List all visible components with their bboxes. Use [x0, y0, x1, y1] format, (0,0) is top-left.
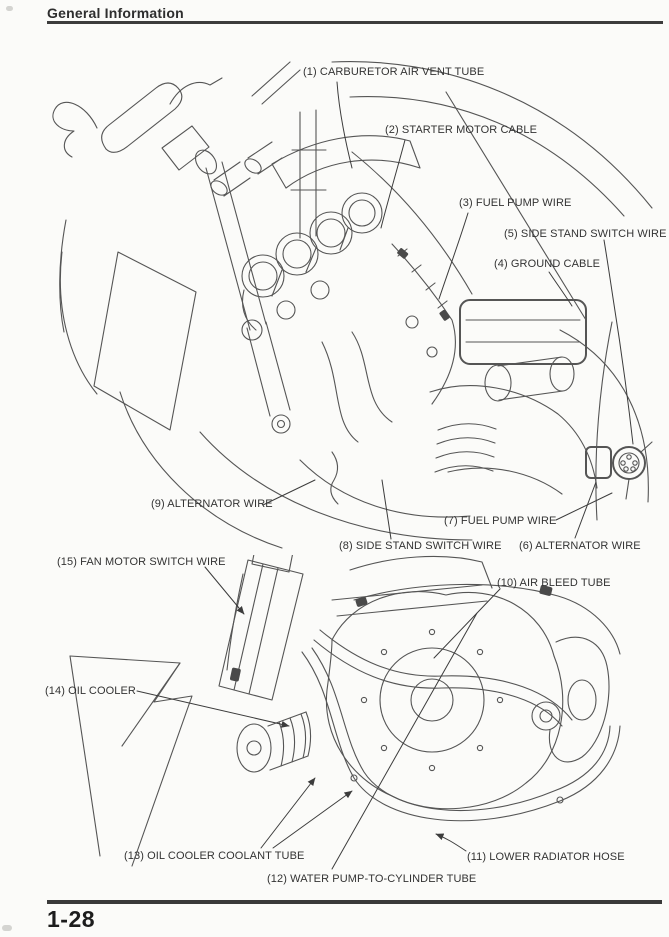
callout-5: (5) SIDE STAND SWITCH WIRE — [504, 228, 667, 240]
scan-artifact — [2, 925, 12, 931]
callout-12: (12) WATER PUMP-TO-CYLINDER TUBE — [267, 873, 477, 885]
callout-11: (11) LOWER RADIATOR HOSE — [467, 851, 625, 863]
callout-14: (14) OIL COOLER — [45, 685, 136, 697]
page-number: 1-28 — [47, 906, 96, 932]
callout-8: (8) SIDE STAND SWITCH WIRE — [339, 540, 502, 552]
callout-1: (1) CARBURETOR AIR VENT TUBE — [303, 66, 485, 78]
figure1-callout-leaders — [262, 81, 634, 540]
engine-wiring-illustration — [52, 61, 653, 549]
callout-6: (6) ALTERNATOR WIRE — [519, 540, 641, 552]
cooling-system-illustration — [69, 555, 621, 870]
callout-13: (13) OIL COOLER COOLANT TUBE — [124, 850, 305, 862]
scan-artifact — [6, 6, 13, 11]
callout-7: (7) FUEL PUMP WIRE — [444, 515, 557, 527]
callout-15: (15) FAN MOTOR SWITCH WIRE — [57, 556, 226, 568]
footer-rule — [47, 900, 662, 904]
page-title: General Information — [47, 5, 184, 21]
cooling-system-line-art — [69, 555, 621, 867]
callout-9: (9) ALTERNATOR WIRE — [151, 498, 273, 510]
figure2-callout-leaders — [136, 566, 501, 870]
callout-3: (3) FUEL PUMP WIRE — [459, 197, 572, 209]
callout-10: (10) AIR BLEED TUBE — [497, 577, 611, 589]
header-rule — [47, 21, 663, 24]
callout-2: (2) STARTER MOTOR CABLE — [385, 124, 538, 136]
callout-4: (4) GROUND CABLE — [494, 258, 601, 270]
motorcycle-engine-line-art — [52, 61, 653, 549]
